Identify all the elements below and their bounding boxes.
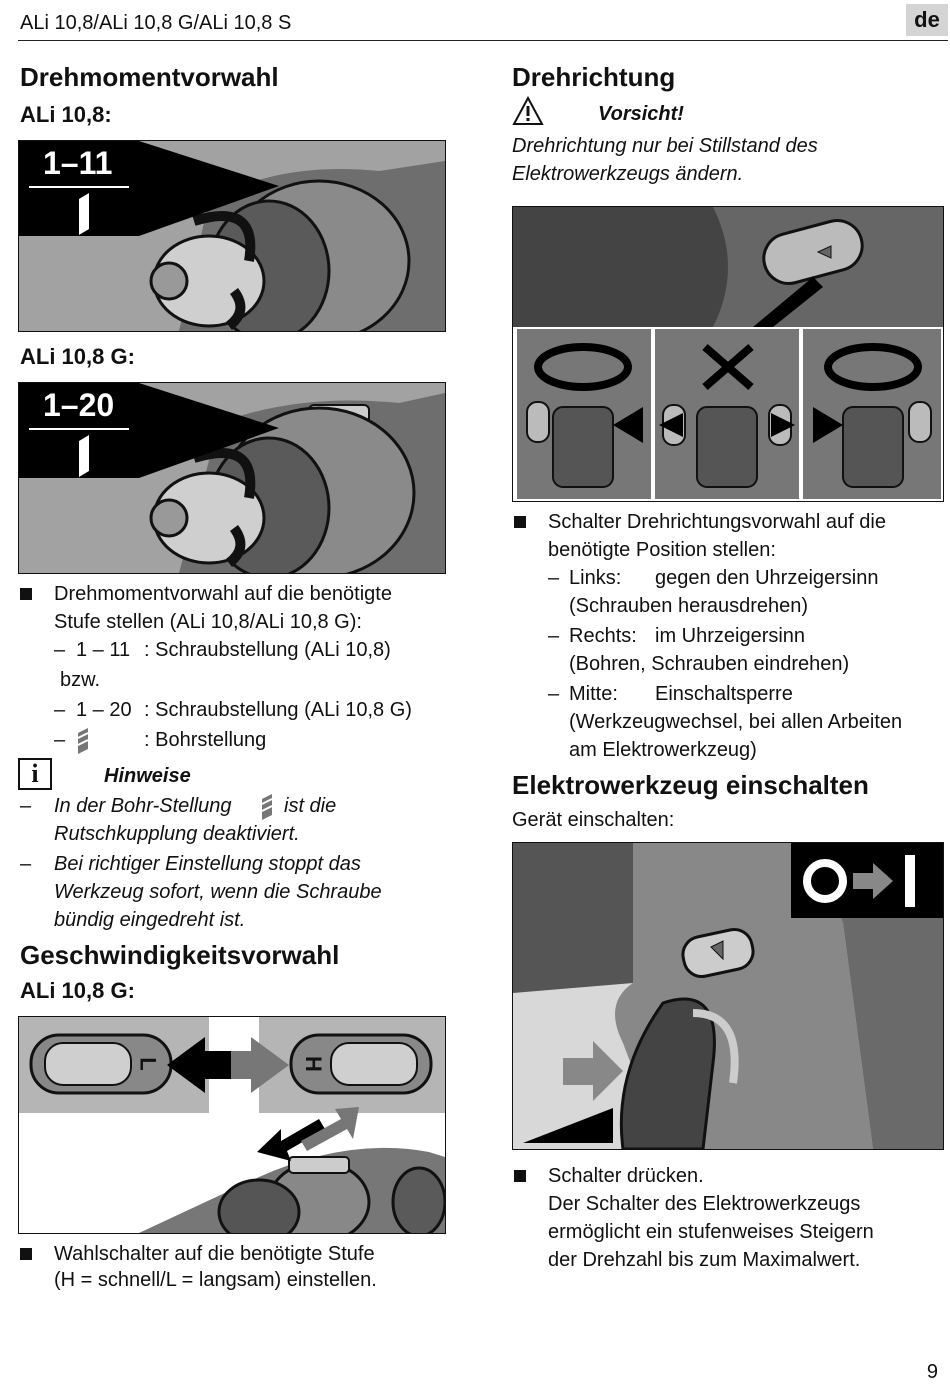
note2-line3: bündig eingedreht ist.: [54, 909, 246, 931]
speed-heading: Geschwindigkeitsvorwahl: [20, 940, 340, 970]
caution-text-line1: Drehrichtung nur bei Stillstand des: [512, 135, 818, 157]
item-text-bzw: bzw.: [60, 669, 101, 691]
note2-line2: Werkzeug sofort, wenn die Schraube: [54, 881, 382, 903]
caution-text-line2: Elektrowerkzeugs ändern.: [512, 163, 744, 185]
item-text-drill: : Bohrstellung: [144, 729, 267, 751]
switch-on-instruction-line1: Schalter drücken.: [548, 1165, 704, 1187]
switch-label-H: H: [300, 1056, 326, 1072]
switch-on-subheading: Gerät einschalten:: [512, 809, 675, 831]
item-dash: –: [548, 567, 560, 589]
switch-label-L: L: [135, 1057, 161, 1071]
warning-triangle-icon: [512, 96, 544, 125]
note1-part-a: In der Bohr-Stellung: [54, 795, 232, 817]
note1-line2: Rutschkupplung deaktiviert.: [54, 823, 300, 845]
note-dash: –: [20, 795, 32, 817]
speed-instruction-line2: (H = schnell/L = langsam) einstellen.: [54, 1269, 377, 1291]
item-text-rechts: im Uhrzeigersinn: [655, 625, 806, 647]
item-dash: –: [54, 729, 66, 751]
bullet-square: [20, 588, 32, 600]
note1-part-b: ist die: [284, 795, 337, 817]
switch-on-heading: Elektrowerkzeug einschalten: [512, 770, 869, 800]
torque-instruction-line2: Stufe stellen (ALi 10,8/ALi 10,8 G):: [54, 611, 362, 633]
item-dash: –: [548, 683, 560, 705]
bullet-square: [514, 516, 526, 528]
torque-range-label-1: 1–11: [43, 145, 113, 181]
direction-instruction-line2: benötigte Position stellen:: [548, 539, 776, 561]
item-dash: –: [548, 625, 560, 647]
figure-direction-switch: [512, 206, 944, 502]
bullet-square: [514, 1170, 526, 1182]
caution-label: Vorsicht!: [598, 103, 684, 125]
document-header-title: ALi 10,8/ALi 10,8 G/ALi 10,8 S: [20, 12, 292, 34]
direction-instruction-line1: Schalter Drehrichtungsvorwahl auf die: [548, 511, 886, 533]
item-text-links: gegen den Uhrzeigersinn: [655, 567, 879, 589]
switch-on-instruction-line2: Der Schalter des Elektrowerkzeugs: [548, 1193, 861, 1215]
item-cont-mitte-2: am Elektrowerkzeug): [569, 739, 757, 761]
note-dash: –: [20, 853, 32, 875]
torque-heading: Drehmomentvorwahl: [20, 62, 279, 92]
info-icon: i: [18, 758, 52, 790]
item-range-1-11: 1 – 11: [76, 639, 131, 661]
item-dash: –: [54, 639, 66, 661]
item-cont-links: (Schrauben herausdrehen): [569, 595, 809, 617]
switch-on-instruction-line4: der Drehzahl bis zum Maximalwert.: [548, 1249, 861, 1271]
item-label-mitte: Mitte:: [569, 683, 618, 705]
bullet-square: [20, 1248, 32, 1260]
item-text-screw-108: : Schraubstellung (ALi 10,8): [144, 639, 391, 661]
item-label-links: Links:: [569, 567, 622, 589]
drill-bit-icon: [77, 728, 89, 754]
figure-torque-ali108g: 1–20: [18, 382, 446, 574]
model-label-1: ALi 10,8:: [20, 102, 112, 127]
model-label-2: ALi 10,8 G:: [20, 344, 135, 369]
figure-speed-switch: L H: [18, 1016, 446, 1234]
item-label-rechts: Rechts:: [569, 625, 637, 647]
note-heading: Hinweise: [104, 765, 191, 787]
language-badge: de: [906, 4, 948, 36]
item-dash: –: [54, 699, 66, 721]
torque-instruction-line1: Drehmomentvorwahl auf die benötigte: [54, 583, 392, 605]
page-number: 9: [926, 1361, 938, 1383]
figure-torque-ali108: 1–11: [18, 140, 446, 332]
drill-bit-icon: [261, 794, 273, 820]
speed-instruction-line1: Wahlschalter auf die benötigte Stufe: [54, 1243, 375, 1265]
item-text-screw-108g: : Schraubstellung (ALi 10,8 G): [144, 699, 412, 721]
switch-on-instruction-line3: ermöglicht ein stufenweises Steigern: [548, 1221, 874, 1243]
item-range-1-20: 1 – 20: [76, 699, 132, 721]
item-cont-rechts: (Bohren, Schrauben eindrehen): [569, 653, 850, 675]
item-text-mitte: Einschaltsperre: [655, 683, 793, 705]
torque-range-label-2: 1–20: [43, 387, 115, 423]
direction-heading: Drehrichtung: [512, 62, 676, 92]
model-label-3: ALi 10,8 G:: [20, 978, 135, 1003]
item-cont-mitte-1: (Werkzeugwechsel, bei allen Arbeiten: [569, 711, 903, 733]
note2-line1: Bei richtiger Einstellung stoppt das: [54, 853, 361, 875]
figure-switch-on: [512, 842, 944, 1150]
header-divider: [18, 40, 948, 41]
